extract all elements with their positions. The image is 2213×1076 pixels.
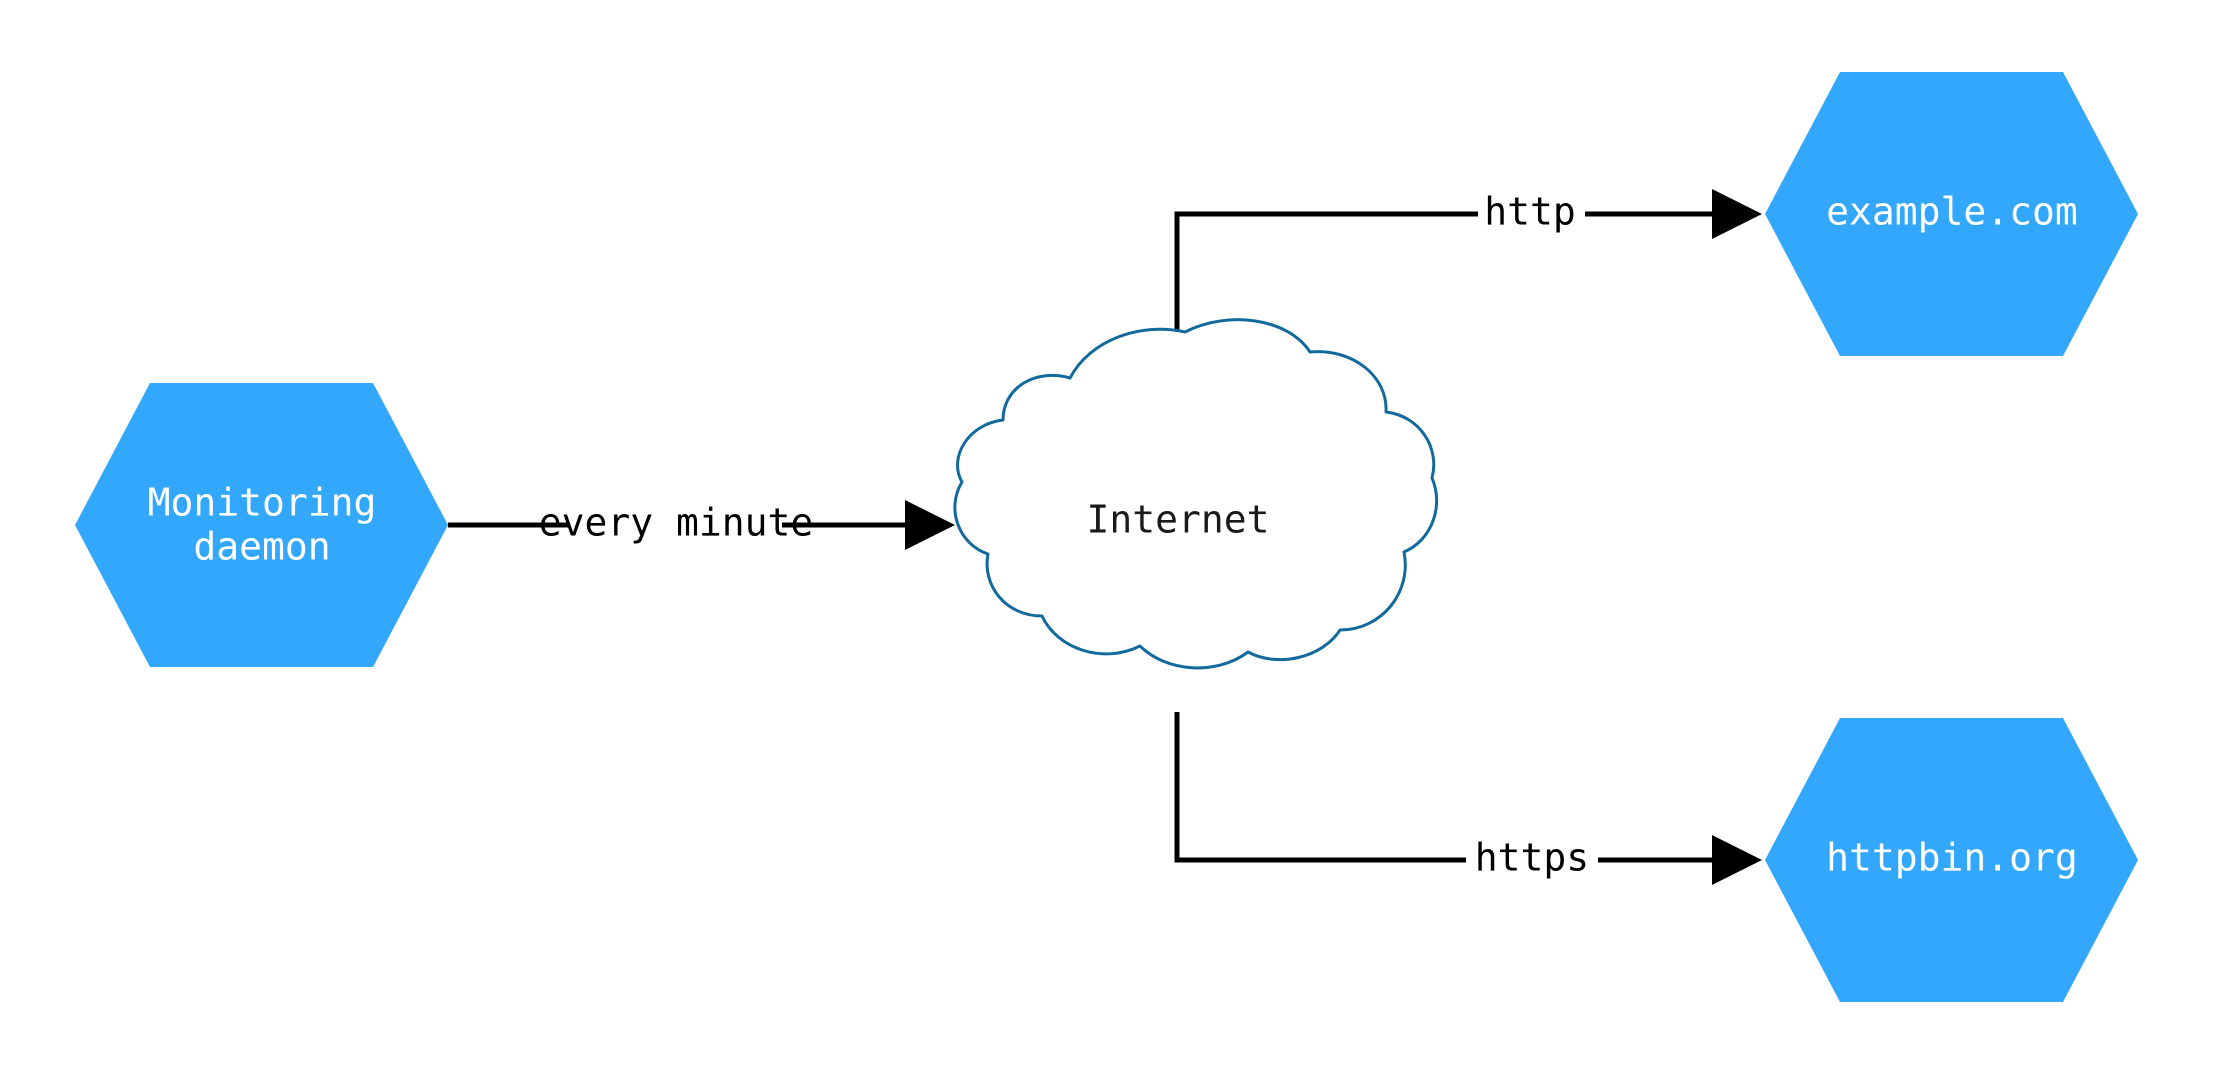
edge-segment-http-left (1174, 211, 1478, 330)
node-label-line2: daemon (193, 525, 330, 569)
edge-label-http: http (1484, 190, 1576, 234)
arrowhead-icon (905, 500, 955, 550)
node-example-com[interactable]: example.com (1765, 72, 2138, 356)
hexagon-shape (1765, 72, 2138, 356)
edge-internet-to-httpbin[interactable]: https (1174, 712, 1762, 885)
edge-internet-to-example[interactable]: http (1174, 189, 1762, 330)
node-internet[interactable]: Internet (953, 318, 1439, 670)
node-label-line1: Monitoring (148, 481, 377, 525)
hexagon-shape (1765, 718, 2138, 1002)
edge-segment-https-left (1174, 712, 1466, 863)
edge-daemon-to-internet[interactable]: every minute (448, 500, 955, 550)
node-label-line1: httpbin.org (1826, 836, 2078, 880)
node-label-line1: example.com (1826, 190, 2078, 234)
arrowhead-icon (1712, 189, 1762, 239)
node-monitoring-daemon[interactable]: Monitoring daemon (75, 383, 448, 667)
cloud-shape (953, 318, 1439, 670)
hexagon-shape (75, 383, 448, 667)
node-httpbin-org[interactable]: httpbin.org (1765, 718, 2138, 1002)
edge-label-https: https (1475, 836, 1589, 880)
edge-label-every-minute: every minute (539, 501, 814, 545)
arrowhead-icon (1712, 835, 1762, 885)
node-label-line1: Internet (1086, 498, 1269, 542)
